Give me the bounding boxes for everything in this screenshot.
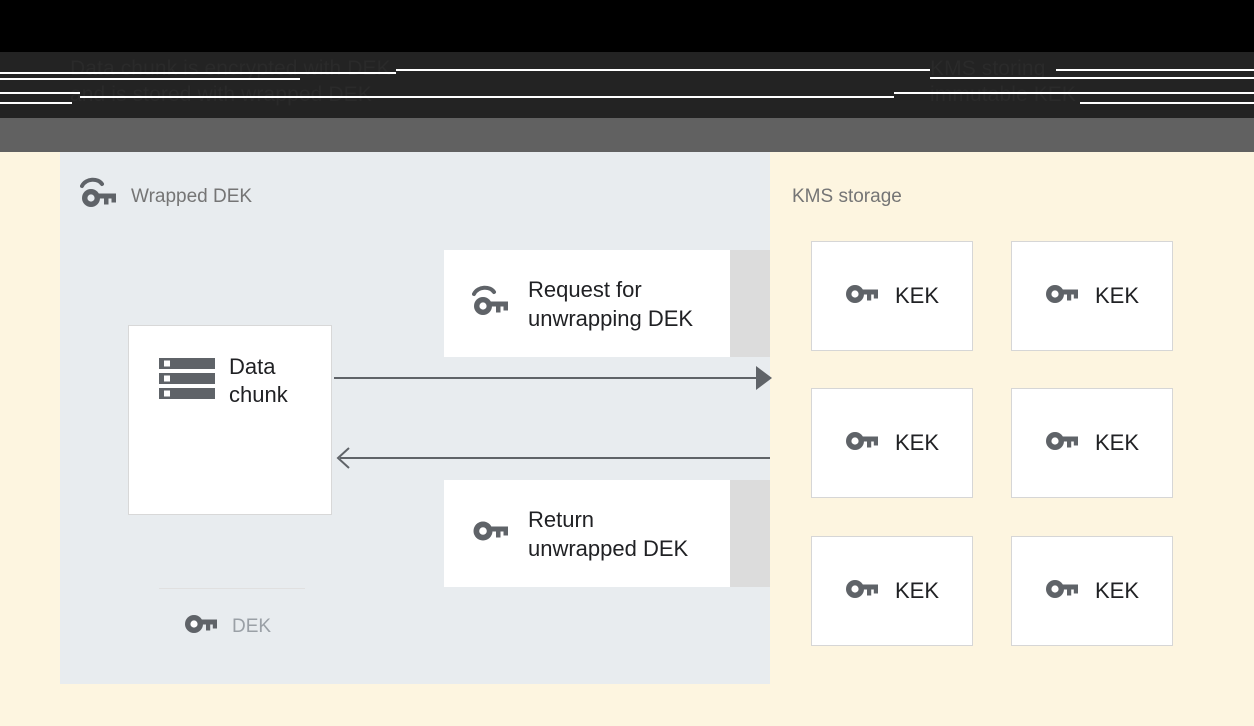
key-icon (845, 282, 879, 311)
wrapped-dek-panel-title: Wrapped DEK (131, 186, 253, 207)
request-unwrap-label: Request for unwrapping DEK (528, 276, 694, 331)
key-icon (1045, 577, 1079, 606)
kek-card[interactable]: KEK (1011, 536, 1173, 646)
redaction-line (80, 96, 894, 98)
key-icon (1045, 282, 1079, 311)
redaction-line (0, 72, 396, 74)
redaction-line (1080, 102, 1254, 104)
key-icon (1045, 429, 1079, 458)
return-unwrapped-box[interactable]: Return unwrapped DEK (444, 480, 730, 587)
kek-card[interactable]: KEK (811, 536, 973, 646)
card-divider (159, 588, 305, 589)
data-chunk-icon (159, 357, 215, 406)
redaction-line (1056, 69, 1254, 71)
redaction-line (894, 92, 1254, 94)
key-icon (184, 612, 218, 641)
key-icon (845, 577, 879, 606)
request-arrow-line (334, 377, 770, 379)
dek-label: DEK (232, 616, 272, 637)
banner-top-black-strip (0, 0, 1254, 52)
kek-card[interactable]: KEK (811, 388, 973, 498)
kek-label: KEK (1094, 283, 1140, 308)
key-icon (472, 518, 510, 549)
data-chunk-row: Data chunk (159, 353, 288, 409)
wrapped-key-icon (80, 176, 118, 215)
banner-caption-strip: Data chunk is encrypted with DEK and is … (0, 52, 1254, 118)
kek-label: KEK (894, 578, 940, 603)
return-unwrapped-label: Return unwrapped DEK (528, 506, 689, 561)
kek-label: KEK (894, 283, 940, 308)
return-box-shadow (730, 480, 770, 587)
kek-card[interactable]: KEK (811, 241, 973, 351)
redaction-line (0, 78, 300, 80)
kek-card[interactable]: KEK (1011, 241, 1173, 351)
response-arrow-line (340, 457, 770, 459)
request-box-shadow (730, 250, 770, 357)
kek-card[interactable]: KEK (1011, 388, 1173, 498)
kek-label: KEK (1094, 430, 1140, 455)
request-unwrap-box[interactable]: Request for unwrapping DEK (444, 250, 730, 357)
redaction-line (930, 77, 1254, 79)
redaction-line (0, 102, 72, 104)
dek-row: DEK (184, 612, 271, 641)
banner-caption-left: Data chunk is encrypted with DEK and is … (70, 57, 391, 106)
key-icon (845, 429, 879, 458)
wrapped-dek-panel: Wrapped DEK Data chunk (60, 152, 770, 684)
redaction-line (396, 69, 930, 71)
kek-label: KEK (894, 430, 940, 455)
response-arrow-head-icon (336, 447, 350, 469)
kms-storage-panel: KMS storage KEK KEK (770, 152, 1254, 726)
kek-label: KEK (1094, 578, 1140, 603)
data-chunk-card[interactable]: Data chunk DEK (128, 325, 332, 636)
request-arrow-head-icon (756, 366, 772, 390)
banner-grey-strip (0, 118, 1254, 152)
redaction-line (0, 92, 80, 94)
banner-caption-right: KMS storing immutable KEK (930, 57, 1077, 106)
data-chunk-label: Data chunk (229, 354, 288, 407)
kms-storage-title: KMS storage (792, 186, 902, 207)
wrapped-key-icon (472, 284, 510, 323)
